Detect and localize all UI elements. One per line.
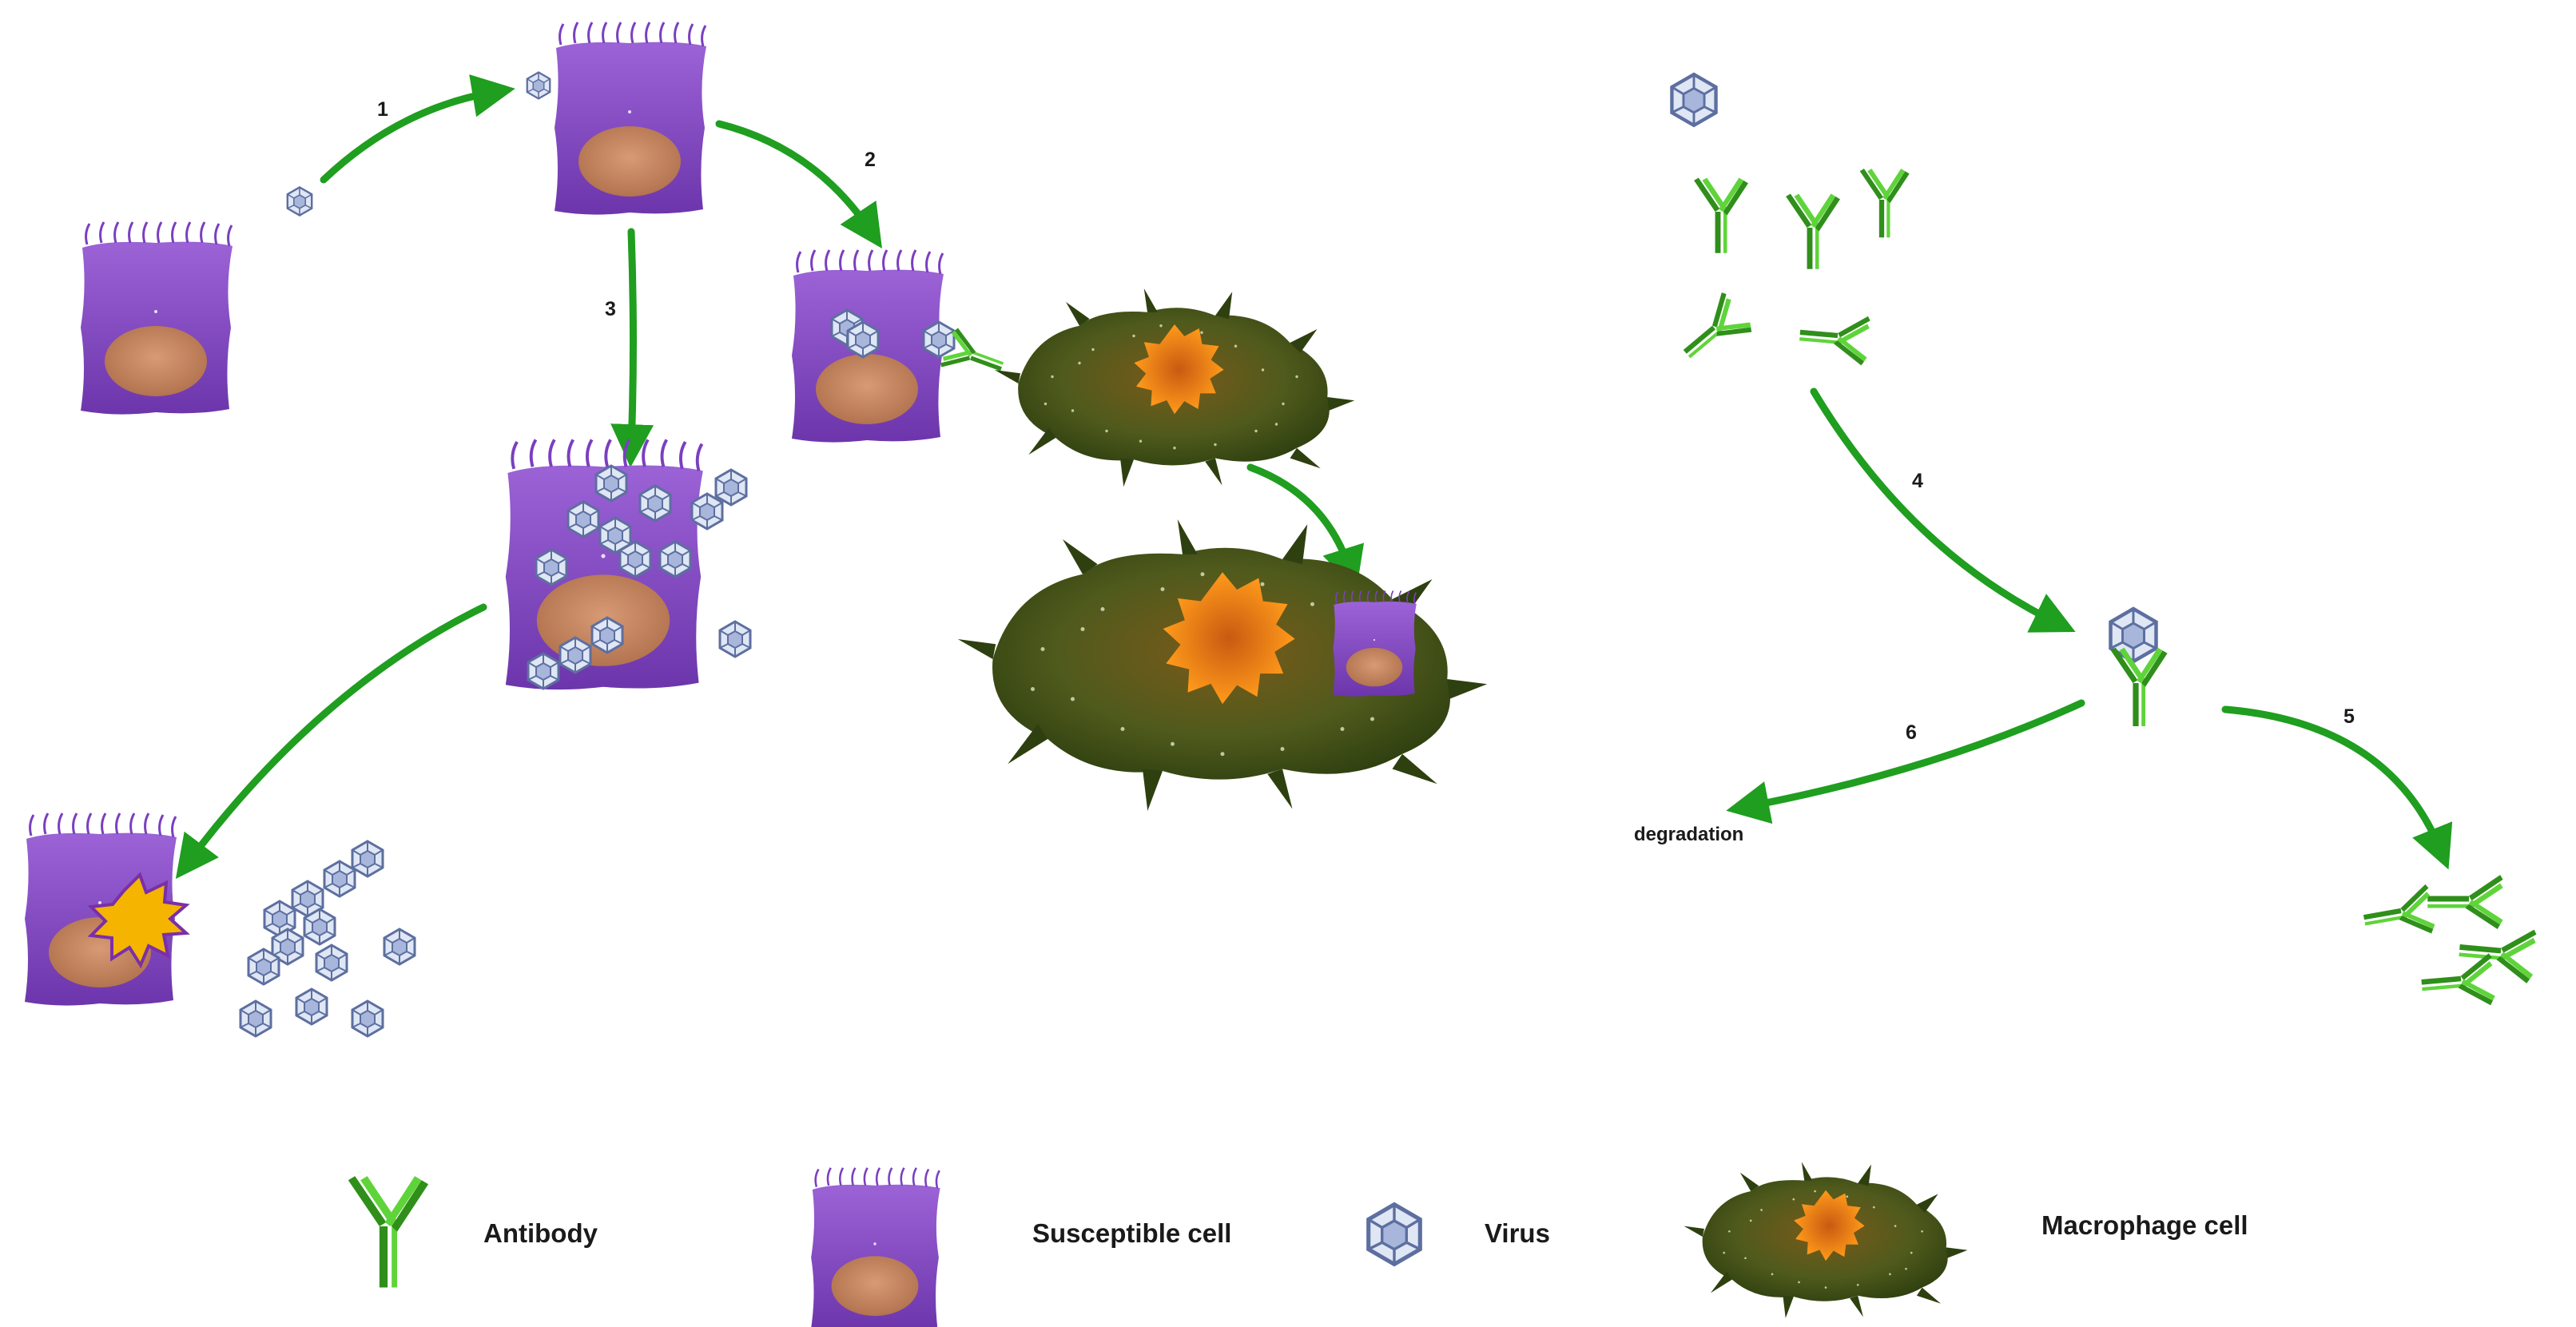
arrow-step-4 — [1810, 387, 2076, 633]
legend-antibody-icon — [348, 1176, 429, 1288]
antibody-group — [1671, 169, 1910, 373]
virus-free-right — [1672, 74, 1715, 125]
legend: Antibody Susceptible cell Virus Macropha… — [348, 1162, 2248, 1327]
step-2-label: 2 — [865, 149, 876, 171]
step-5-label: 5 — [2343, 705, 2355, 728]
recycled-antibodies — [2359, 875, 2537, 1011]
infected-cell — [503, 438, 752, 692]
virus-antibody-complex — [2111, 609, 2168, 726]
arrow-lysis — [175, 603, 487, 880]
legend-antibody-label: Antibody — [483, 1218, 598, 1248]
susceptible-cell-attached — [553, 21, 708, 217]
lysing-cell — [23, 812, 190, 1007]
attached-virus — [526, 71, 551, 100]
arrow-step-2 — [715, 120, 882, 248]
step-3-label: 3 — [605, 298, 616, 320]
step-6-label: 6 — [1906, 721, 1917, 744]
step-1-label: 1 — [377, 98, 388, 121]
legend-virus-label: Virus — [1485, 1218, 1550, 1248]
arrow-step-3 — [610, 228, 654, 468]
arrow-step-5 — [2221, 705, 2453, 870]
legend-macrophage-label: Macrophage cell — [2041, 1210, 2248, 1240]
arrow-phagocytosis — [1246, 463, 1365, 591]
step-4-label: 4 — [1912, 470, 1923, 492]
legend-macrophage-icon — [1684, 1162, 1968, 1318]
arrow-step-1 — [320, 74, 515, 184]
legend-susceptible-cell-icon — [809, 1166, 941, 1327]
susceptible-cell-initial — [79, 221, 234, 416]
degradation-label: degradation — [1634, 824, 1743, 845]
arrow-step-6 — [1726, 699, 2085, 824]
macrophage-engaging — [994, 288, 1355, 487]
antibody-coated-cell — [790, 248, 1010, 444]
released-viruses — [239, 840, 416, 1038]
legend-virus-icon — [1369, 1205, 1421, 1265]
macrophage-engulfing — [957, 519, 1488, 811]
legend-susceptible-cell-label: Susceptible cell — [1032, 1218, 1231, 1248]
free-virus — [286, 186, 313, 217]
